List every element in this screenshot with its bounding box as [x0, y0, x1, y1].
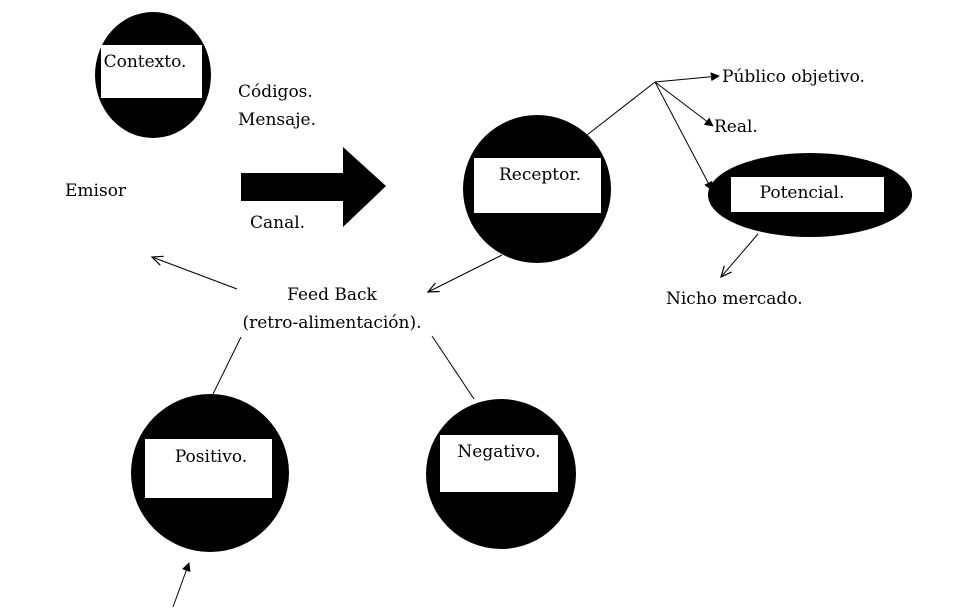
- arrow-feedback-to-emisor: [152, 257, 238, 290]
- emisor-label: Emisor: [65, 181, 127, 201]
- mensaje-label: Mensaje.: [238, 110, 316, 130]
- arrow-into-positivo: [172, 562, 191, 608]
- arrow-receptor-to-feedback: [428, 254, 503, 292]
- retroalimentacion-label: (retro-alimentación).: [242, 313, 421, 333]
- feedback-label: Feed Back: [287, 285, 377, 305]
- codigos-label: Códigos.: [238, 82, 313, 102]
- positivo-node: Positivo.: [131, 394, 289, 552]
- potencial-node: Potencial.: [708, 153, 912, 237]
- publico-objetivo-label: Público objetivo.: [722, 67, 865, 87]
- arrow-to-potencial: [654, 81, 713, 191]
- receptor-node: Receptor.: [463, 115, 611, 263]
- negativo-label: Negativo.: [457, 442, 540, 462]
- channel-arrow: [241, 147, 386, 227]
- potencial-label: Potencial.: [760, 183, 845, 203]
- positivo-label: Positivo.: [175, 447, 247, 467]
- negativo-node: Negativo.: [426, 399, 576, 549]
- nicho-mercado-label: Nicho mercado.: [666, 289, 803, 309]
- arrow-to-nicho: [721, 233, 759, 277]
- contexto-label: Contexto.: [104, 52, 187, 72]
- line-feedback-to-negativo: [431, 335, 475, 400]
- canal-label: Canal.: [250, 213, 305, 233]
- line-feedback-to-positivo: [212, 336, 242, 395]
- receptor-branch-line: [586, 81, 656, 136]
- arrow-to-publico: [654, 72, 720, 83]
- contexto-node: Contexto.: [95, 12, 211, 138]
- real-label: Real.: [714, 117, 758, 137]
- receptor-label: Receptor.: [499, 165, 581, 185]
- arrow-to-real: [654, 81, 714, 127]
